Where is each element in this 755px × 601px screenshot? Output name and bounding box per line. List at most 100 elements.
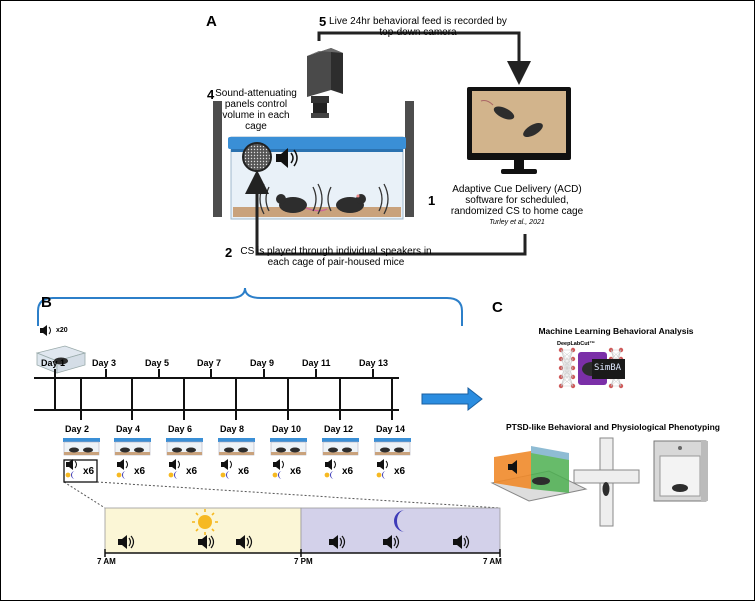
day-label: Day 7 [197, 358, 222, 368]
day-label: Day 2 [65, 424, 90, 434]
zoom-box [63, 459, 98, 483]
speaker-icon [40, 325, 51, 336]
speaker-icon [117, 459, 128, 470]
panel-letter-c: C [492, 299, 503, 316]
next-stage-arrow [421, 386, 483, 412]
brace [37, 287, 463, 326]
daily-cage-icon [63, 438, 100, 456]
day-label: Day 12 [324, 424, 354, 434]
speaker-icon [273, 459, 284, 470]
speaker-icon [66, 459, 77, 470]
day-label: Day 5 [145, 358, 170, 368]
day-label: Day 1 [41, 358, 66, 368]
camera-feed-arrow [317, 31, 531, 85]
cs-repeat-label: x6 [83, 466, 95, 477]
daily-cage-icon [114, 438, 151, 456]
attenuating-panel-left [213, 101, 222, 217]
ml-title: Machine Learning Behavioral Analysis [538, 326, 694, 336]
step4-label: Sound-attenuating panels control volume … [215, 88, 297, 132]
cs-repeat-label: x6 [134, 466, 146, 477]
speaker-sound-icon [276, 148, 298, 168]
monitor-icon [467, 87, 571, 174]
speaker-icon [221, 459, 232, 470]
sun-icon [324, 472, 330, 478]
day-label: Day 11 [302, 358, 331, 368]
elevated-plus-maze-icon [573, 437, 640, 527]
moon-icon [226, 471, 230, 479]
sun-icon [220, 472, 226, 478]
moon-icon [278, 471, 282, 479]
moon-icon [394, 510, 405, 532]
panel-letter-a: A [206, 13, 217, 30]
cs-repeat-label: x6 [342, 466, 354, 477]
time-label-start: 7 AM [97, 557, 116, 566]
cs-repeat-label: x6 [394, 466, 406, 477]
step-number: 1 [428, 193, 436, 208]
sun-icon [65, 472, 71, 478]
moon-icon [122, 471, 126, 479]
mouse-icon [276, 194, 328, 213]
sun-icon [168, 472, 174, 478]
light-phase [104, 507, 302, 554]
ptsd-title: PTSD-like Behavioral and Physiological P… [506, 422, 720, 432]
citation: Turley et al., 2021 [489, 219, 545, 226]
speaker-icon [325, 459, 336, 470]
speaker-icon [236, 535, 253, 549]
moon-icon [382, 471, 386, 479]
moon-icon [330, 471, 334, 479]
speaker-icon [169, 459, 180, 470]
step-number: 4 [207, 87, 215, 102]
attenuating-panel-right [405, 101, 414, 217]
camera-icon [307, 48, 343, 118]
daily-cage-icon [218, 438, 255, 456]
simba-label: SimBA [594, 363, 622, 373]
cs-repeat-label: x6 [186, 466, 198, 477]
speaker-icon [453, 535, 470, 549]
time-label-mid: 7 PM [294, 557, 313, 566]
moon-icon [71, 471, 75, 479]
speaker-icon [377, 459, 388, 470]
speaker-icon [242, 142, 272, 172]
step1-label: Adaptive Cue Delivery (ACD) software for… [450, 184, 584, 217]
daily-cage-icon [374, 438, 411, 456]
physiology-chamber-icon [653, 440, 708, 502]
cs-delivery-arrow [245, 170, 527, 256]
step2-label: CS is played through individual speakers… [240, 246, 432, 268]
day-label: Day 3 [92, 358, 117, 368]
day-label: Day 9 [250, 358, 275, 368]
cs-repeat-label: x6 [290, 466, 302, 477]
cs-repeat-label: x6 [238, 466, 250, 477]
speaker-icon [329, 535, 346, 549]
speaker-icon [198, 535, 215, 549]
sun-icon [272, 472, 278, 478]
mouse-icon [336, 194, 366, 213]
time-label-end: 7 AM [483, 557, 502, 566]
day-label: Day 13 [359, 358, 389, 368]
sun-icon [376, 472, 382, 478]
speaker-icon [118, 535, 135, 549]
sound-waves [259, 183, 389, 215]
zoom-line [96, 481, 501, 509]
day-label: Day 4 [116, 424, 141, 434]
deeplabcut-label: DeepLabCut™ [557, 341, 595, 347]
panel-letter-b: B [41, 294, 52, 311]
day-label: Day 8 [220, 424, 245, 434]
cage-small-icon [35, 345, 87, 374]
day-label: Day 6 [168, 424, 193, 434]
speaker-icon [508, 460, 517, 474]
zoom-line [63, 481, 106, 509]
day-label: Day 10 [272, 424, 302, 434]
step5-label: Live 24hr behavioral feed is recorded by… [329, 16, 507, 38]
daily-cage-icon [166, 438, 203, 456]
sun-icon [192, 509, 218, 535]
speaker-icon [383, 535, 400, 549]
simba-logo [592, 359, 625, 379]
daily-cage-icon [322, 438, 359, 456]
repeat-label: x20 [56, 327, 68, 334]
sun-icon [116, 472, 122, 478]
step-number: 5 [319, 14, 327, 29]
conditioning-box-icon [490, 446, 588, 502]
moon-icon [174, 471, 178, 479]
